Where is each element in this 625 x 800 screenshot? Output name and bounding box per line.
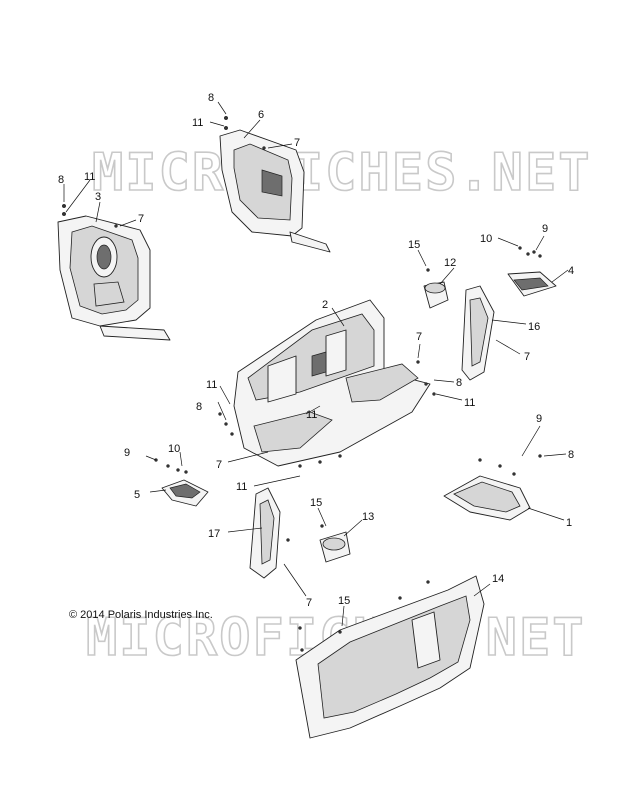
part-1-housing-right bbox=[443, 475, 531, 521]
copyright-notice: © 2014 Polaris Industries Inc. bbox=[69, 609, 213, 621]
callout-11-lower: 11 bbox=[236, 481, 247, 493]
callout-10-right: 10 bbox=[480, 233, 492, 245]
part-3-seat-back-left bbox=[57, 215, 171, 341]
leader-lines bbox=[63, 101, 569, 627]
part-5-bracket-left bbox=[161, 479, 209, 507]
callout-2: 2 bbox=[322, 299, 328, 311]
callout-11-center: 11 bbox=[306, 409, 317, 421]
part-12-cup-holder bbox=[423, 281, 449, 309]
callout-17: 17 bbox=[208, 528, 220, 540]
callout-7-right: 7 bbox=[524, 351, 530, 363]
callout-5: 5 bbox=[134, 489, 140, 501]
callout-8-mid-left: 8 bbox=[196, 401, 202, 413]
callout-11-top: 11 bbox=[192, 117, 203, 129]
callout-7-top: 7 bbox=[294, 137, 300, 149]
callout-10-left: 10 bbox=[168, 443, 180, 455]
callout-7-center: 7 bbox=[216, 459, 222, 471]
callout-15-top: 15 bbox=[408, 239, 420, 251]
callout-13: 13 bbox=[362, 511, 374, 523]
callout-7-lower: 7 bbox=[306, 597, 312, 609]
part-4-bracket-right bbox=[507, 271, 557, 297]
callout-11-mid-right: 11 bbox=[464, 397, 475, 409]
part-17-trim-left bbox=[249, 487, 281, 579]
callout-11-left: 11 bbox=[84, 171, 95, 183]
callout-9-lower-right: 9 bbox=[536, 413, 542, 425]
part-13-cup-holder bbox=[319, 531, 351, 563]
watermark-top: MICROFICHES.NET bbox=[92, 143, 592, 203]
callout-1: 1 bbox=[566, 517, 572, 529]
callout-7-mid: 7 bbox=[416, 331, 422, 343]
callout-15-mid: 15 bbox=[310, 497, 322, 509]
callout-12: 12 bbox=[444, 257, 456, 269]
callout-8-left: 8 bbox=[58, 174, 64, 186]
callout-9-right: 9 bbox=[542, 223, 548, 235]
part-16-trim-right bbox=[461, 285, 495, 381]
callout-9-left: 9 bbox=[124, 447, 130, 459]
callout-6: 6 bbox=[258, 109, 264, 121]
callout-8-mid: 8 bbox=[456, 377, 462, 389]
callout-3: 3 bbox=[95, 191, 101, 203]
callout-8-lower-right: 8 bbox=[568, 449, 574, 461]
callout-11-mid-left: 11 bbox=[206, 379, 217, 391]
callout-15-lower: 15 bbox=[338, 595, 350, 607]
fasteners bbox=[62, 115, 542, 652]
callout-8-top: 8 bbox=[208, 92, 214, 104]
callouts: 8 11 6 7 8 11 3 7 15 12 10 9 4 2 16 7 7 … bbox=[58, 92, 574, 609]
part-2-floor-panel bbox=[233, 299, 431, 467]
part-6-seat-back-upper bbox=[219, 129, 331, 253]
callout-14: 14 bbox=[492, 573, 504, 585]
part-14-lower-panel bbox=[295, 575, 485, 739]
callout-7-left: 7 bbox=[138, 213, 144, 225]
callout-16: 16 bbox=[528, 321, 540, 333]
callout-4: 4 bbox=[568, 265, 574, 277]
